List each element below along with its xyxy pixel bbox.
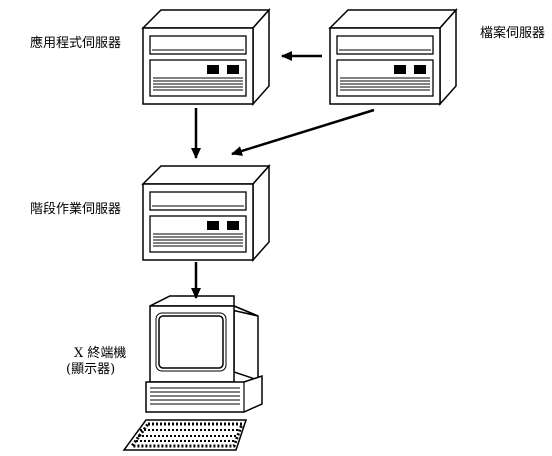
x-terminal-label: X 終端機 — [74, 346, 127, 361]
app-server-label: 應用程式伺服器 — [30, 36, 122, 51]
x-terminal-icon — [122, 295, 263, 451]
x-terminal-sublabel: (顯示器) — [66, 362, 116, 377]
arrow-file-to-session — [231, 108, 375, 156]
app-server-icon — [142, 9, 270, 105]
session-server-label: 階段作業伺服器 — [30, 202, 122, 217]
file-server-label: 檔案伺服器 — [480, 26, 546, 41]
file-server-icon — [329, 9, 457, 105]
session-server-icon — [142, 165, 270, 261]
